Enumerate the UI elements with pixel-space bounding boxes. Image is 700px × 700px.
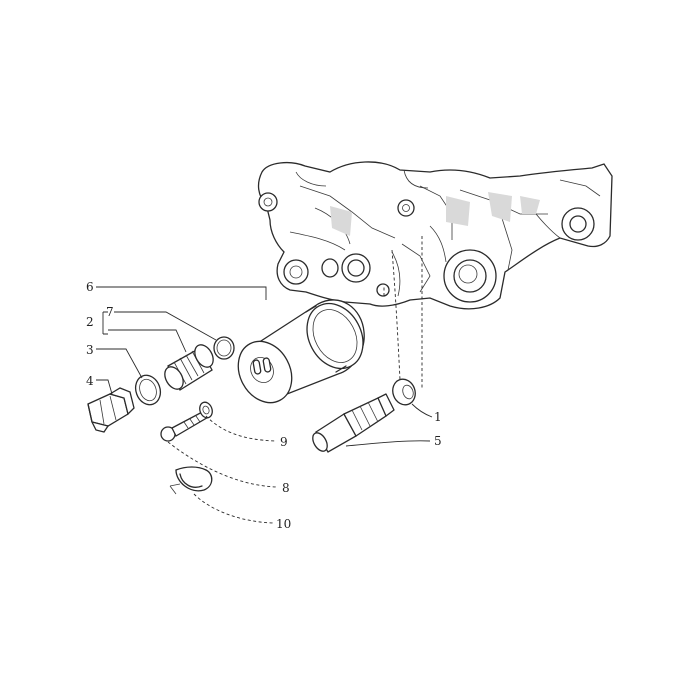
callout-6: 6 (86, 280, 94, 294)
hose-clamp (169, 466, 213, 495)
callout-2: 2 (86, 315, 94, 329)
retaining-clip (392, 378, 416, 406)
leader-lines (96, 236, 433, 524)
callout-5: 5 (434, 434, 442, 448)
o-ring-small (213, 336, 235, 360)
callout-1: 1 (434, 410, 442, 424)
callout-10: 10 (276, 517, 292, 531)
drain-plug-bolt (87, 387, 135, 433)
flat-washer (199, 401, 213, 419)
callout-4: 4 (86, 374, 94, 388)
callout-9: 9 (280, 435, 288, 449)
oil-pressure-switch (312, 393, 395, 453)
sealing-washer (134, 374, 162, 406)
threaded-valve-insert (164, 344, 214, 391)
oil-filter-cartridge (237, 299, 365, 404)
engine-crankcase (257, 161, 613, 310)
callout-7: 7 (106, 305, 114, 319)
callout-3: 3 (86, 343, 94, 357)
callout-8: 8 (282, 481, 290, 495)
